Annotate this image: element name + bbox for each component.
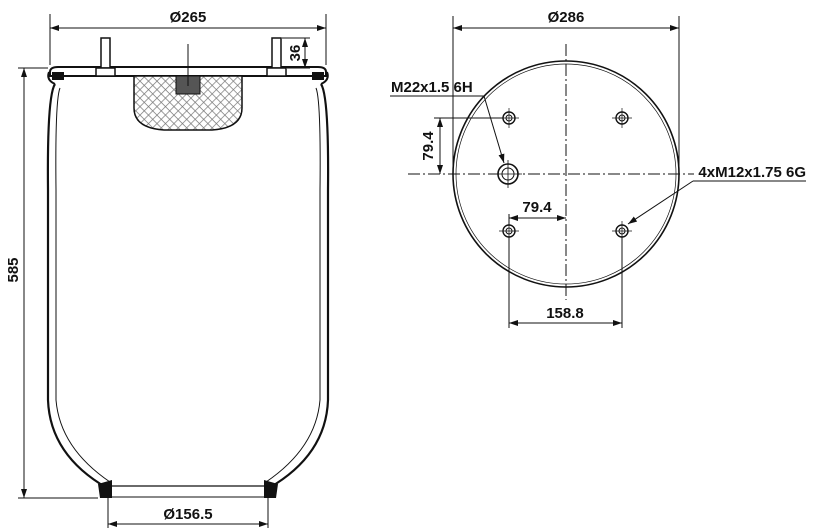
leader-center-thread: M22x1.5 6H bbox=[390, 79, 505, 164]
dim-hole-spacing: 158.8 bbox=[508, 237, 623, 328]
dim-height: 585 bbox=[5, 67, 98, 499]
side-view: Ø265 36 585 Ø156.5 bbox=[5, 9, 330, 528]
dim-vertical-offset-label: 79.4 bbox=[420, 131, 437, 161]
bellows-inner bbox=[55, 87, 321, 483]
dim-bottom-diameter: Ø156.5 bbox=[107, 498, 269, 528]
center-thread-hole bbox=[494, 160, 522, 188]
dim-stud-height-label: 36 bbox=[287, 45, 304, 62]
dim-height-label: 585 bbox=[5, 257, 22, 282]
dim-horizontal-offset: 79.4 bbox=[508, 199, 566, 225]
dim-plate-diameter-label: Ø286 bbox=[548, 9, 585, 26]
rubber-buffer bbox=[133, 75, 243, 131]
crimp-left bbox=[52, 72, 64, 80]
bottom-bead-left bbox=[98, 480, 112, 498]
dim-hole-spacing-label: 158.8 bbox=[546, 305, 584, 322]
leader-hole-thread: 4xM12x1.75 6G bbox=[627, 164, 806, 225]
top-view: Ø286 M22x1.5 6H 79.4 79.4 158.8 bbox=[390, 9, 806, 328]
dim-stud-height: 36 bbox=[282, 37, 310, 69]
top-plate-edge-right bbox=[320, 71, 329, 85]
crimp-right bbox=[312, 72, 324, 80]
mounting-hole-top-right bbox=[612, 108, 632, 128]
hole-thread-label: 4xM12x1.75 6G bbox=[698, 164, 806, 181]
dim-horizontal-offset-label: 79.4 bbox=[522, 199, 552, 216]
dim-top-diameter: Ø265 bbox=[49, 9, 327, 65]
dim-top-diameter-label: Ø265 bbox=[170, 9, 207, 26]
dim-vertical-offset: 79.4 bbox=[420, 117, 503, 174]
dim-bottom-diameter-label: Ø156.5 bbox=[163, 506, 212, 523]
dim-plate-diameter: Ø286 bbox=[452, 9, 680, 170]
mounting-stud-right bbox=[266, 37, 287, 77]
center-thread-label: M22x1.5 6H bbox=[391, 79, 473, 96]
bottom-bead-right bbox=[264, 480, 278, 498]
mounting-hole-top-left bbox=[499, 108, 519, 128]
mounting-stud-left bbox=[95, 37, 116, 77]
bellows-outer bbox=[46, 83, 330, 489]
top-plate-edge-left bbox=[47, 71, 56, 85]
